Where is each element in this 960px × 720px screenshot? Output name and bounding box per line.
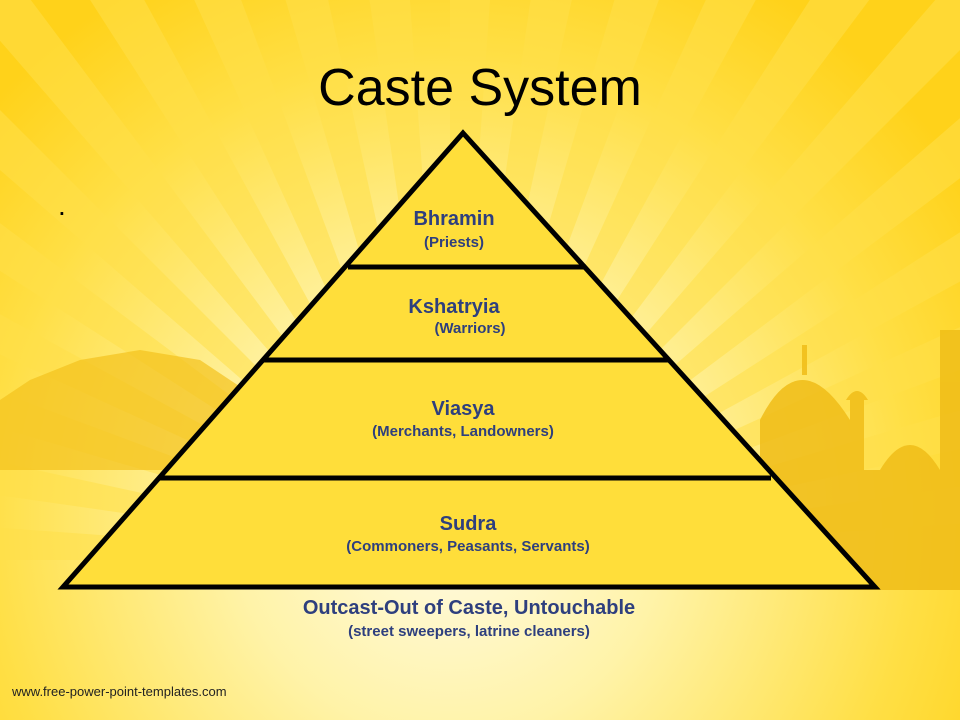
tier-sudra-name: Sudra	[440, 513, 498, 535]
sun-ray	[450, 0, 756, 560]
outcast-name: Outcast-Out of Caste, Untouchable	[303, 597, 635, 619]
tier-sudra-role: (Commoners, Peasants, Servants)	[346, 538, 589, 555]
tier-kshatryia-role: (Warriors)	[434, 320, 505, 337]
tier-bhramin-role: (Priests)	[424, 234, 484, 251]
sun-ray	[194, 0, 450, 560]
tier-kshatryia-name: Kshatryia	[408, 296, 500, 318]
template-url: www.free-power-point-templates.com	[12, 684, 227, 699]
slide-title: Caste System	[318, 59, 642, 117]
tier-viasya-name: Viasya	[431, 398, 495, 420]
tier-viasya-role: (Merchants, Landowners)	[372, 423, 554, 440]
bullet-point: .	[58, 190, 66, 221]
outcast-role: (street sweepers, latrine cleaners)	[348, 623, 590, 640]
tier-bhramin-name: Bhramin	[413, 208, 494, 230]
